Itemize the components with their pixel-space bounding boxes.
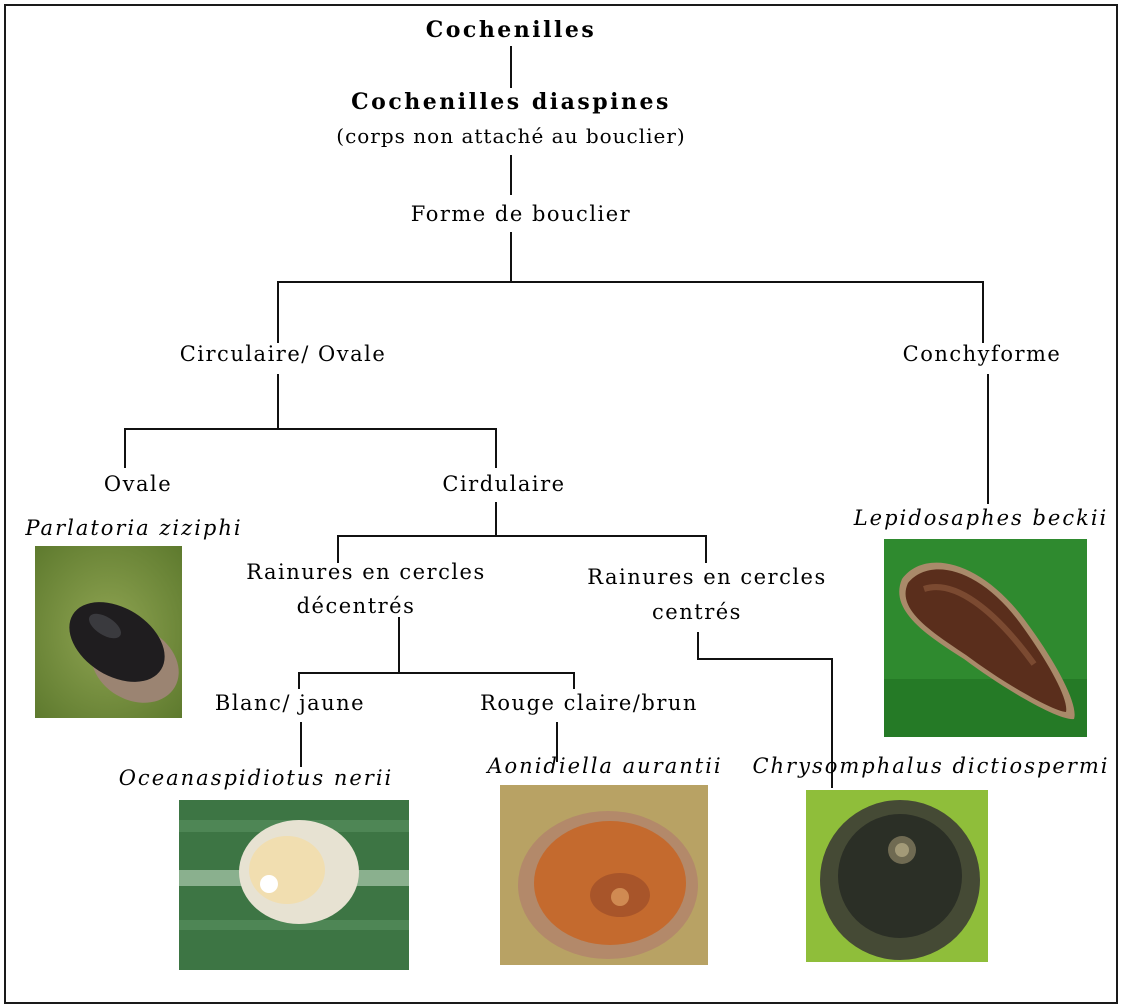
photo-oceanaspidiotus-nerii [179, 800, 409, 970]
connector-line [510, 232, 512, 282]
photo-aonidiella-aurantii [500, 785, 708, 965]
connector-line [398, 617, 400, 673]
node-rainures-centres: Rainures en cercles [557, 565, 857, 590]
connector-line [987, 374, 989, 504]
node-rainures-centres-2: centrés [617, 600, 777, 625]
species-parlatoria-ziziphi: Parlatoria ziziphi [4, 516, 264, 541]
node-cirdulaire: Cirdulaire [424, 472, 584, 497]
connector-line [124, 428, 126, 468]
node-rainures-decentres: Rainures en cercles [216, 560, 516, 585]
node-ovale: Ovale [78, 472, 198, 497]
species-aonidiella-aurantii: Aonidiella aurantii [470, 754, 740, 779]
species-chrysomphalus-dictiospermi: Chrysomphalus dictiospermi [742, 754, 1120, 779]
photo-lepidosaphes-beckii [884, 539, 1087, 737]
photo-parlatoria-ziziphi [35, 546, 182, 718]
connector-line [300, 722, 302, 767]
connector-line [337, 535, 339, 563]
connector-line [337, 535, 707, 537]
node-forme-de-bouclier: Forme de bouclier [381, 202, 661, 227]
connector-line [982, 281, 984, 343]
connector-line [573, 672, 575, 689]
connector-line [495, 428, 497, 468]
node-conchyforme: Conchyforme [867, 342, 1097, 367]
species-lepidosaphes-beckii: Lepidosaphes beckii [842, 506, 1120, 531]
connector-line [298, 672, 575, 674]
connector-line [298, 672, 300, 689]
connector-line [277, 281, 984, 283]
photo-chrysomphalus-dictiospermi [806, 790, 988, 962]
connector-line [495, 502, 497, 537]
connector-line [697, 658, 833, 660]
connector-line [277, 281, 279, 343]
node-diaspines-note: (corps non attaché au bouclier) [291, 124, 731, 148]
node-rouge-claire-brun: Rouge claire/brun [444, 691, 734, 716]
species-oceanaspidiotus-nerii: Oceanaspidiotus nerii [106, 766, 406, 791]
node-cochenilles-diaspines: Cochenilles diaspines [321, 89, 701, 115]
connector-line [705, 535, 707, 563]
connector-line [124, 428, 497, 430]
node-circulaire-ovale: Circulaire/ Ovale [148, 342, 418, 367]
connector-line [510, 46, 512, 88]
node-cochenilles: Cochenilles [411, 17, 611, 43]
connector-line [510, 155, 512, 195]
connector-line [697, 632, 699, 660]
node-blanc-jaune: Blanc/ jaune [190, 691, 390, 716]
connector-line [277, 374, 279, 429]
node-rainures-decentres-2: décentrés [276, 594, 436, 619]
